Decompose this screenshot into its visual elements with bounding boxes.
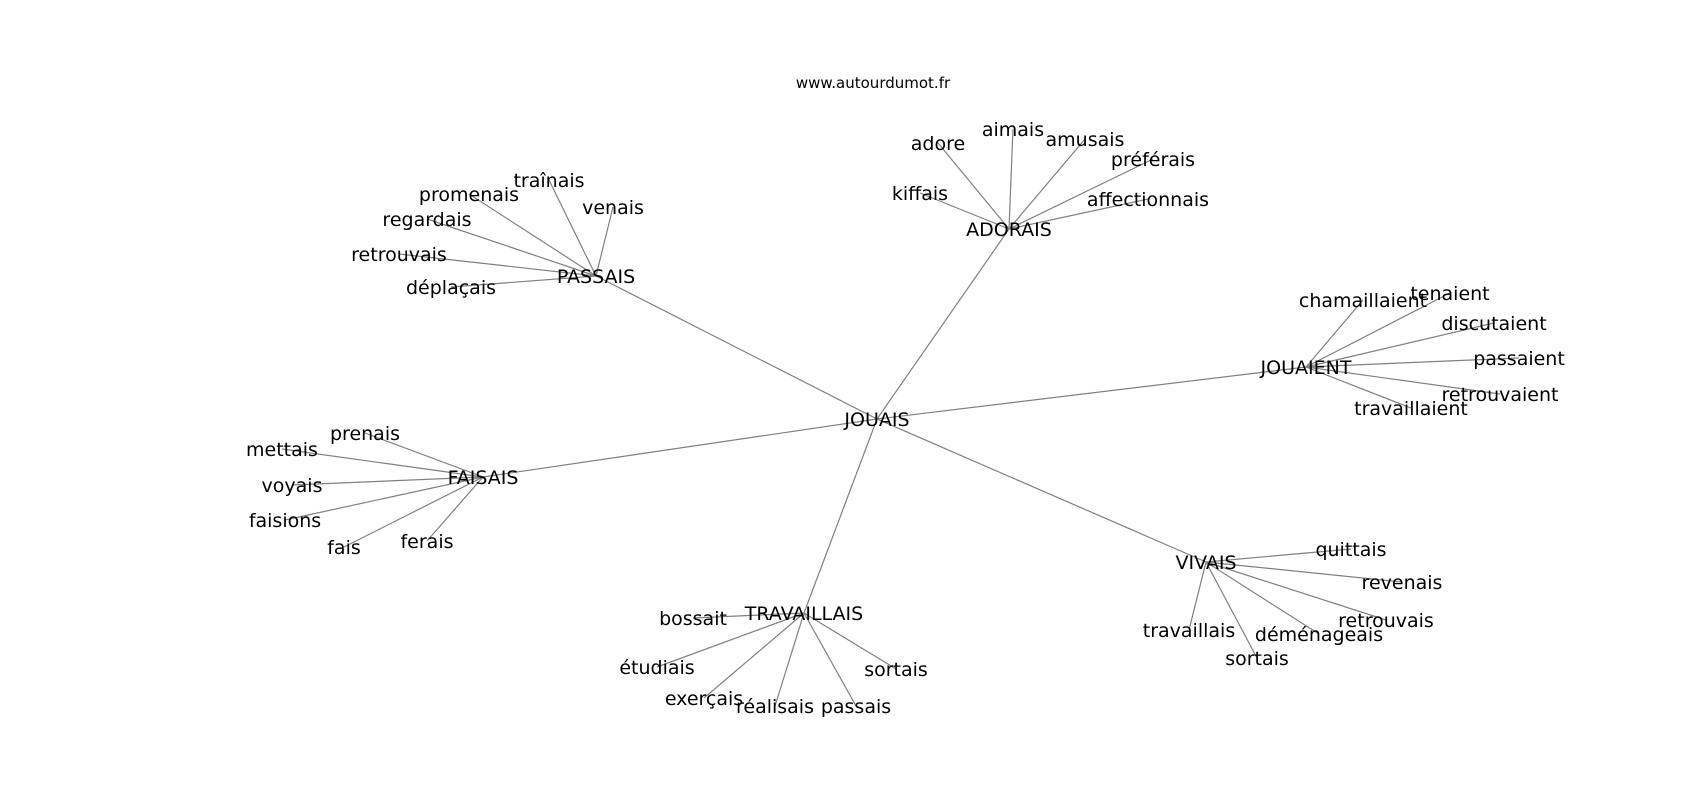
leaf-word[interactable]: bossait (659, 608, 727, 630)
leaf-word[interactable]: promenais (419, 184, 519, 206)
edge-hub-to-leaf (1305, 292, 1451, 368)
edge-hub-to-leaf (1205, 548, 1352, 563)
leaf-word[interactable]: déplaçais (406, 277, 496, 299)
graph-edges (281, 128, 1520, 707)
leaf-word[interactable]: regardais (382, 209, 471, 231)
leaf-word[interactable]: prenais (330, 423, 400, 445)
edge-hub-to-leaf (1305, 322, 1495, 368)
leaf-word[interactable]: adore (911, 133, 965, 155)
leaf-word[interactable]: sortais (864, 659, 928, 681)
edge-hub-to-leaf (1205, 561, 1320, 635)
edge-hub-to-leaf (281, 448, 484, 478)
leaf-word[interactable]: traînais (513, 170, 584, 192)
hub-word[interactable]: PASSAIS (557, 266, 635, 288)
hub-word[interactable]: TRAVAILLAIS (744, 603, 863, 625)
edge-hub-to-leaf (692, 612, 805, 619)
leaf-word[interactable]: aimais (982, 119, 1044, 141)
leaf-word[interactable]: mettais (246, 439, 318, 461)
leaf-word[interactable]: sortais (1225, 648, 1289, 670)
edge-hub-to-leaf (595, 206, 614, 277)
site-url: www.autourdumot.fr (796, 74, 951, 92)
leaf-word[interactable]: passaient (1473, 348, 1565, 370)
leaf-word[interactable]: amusais (1046, 129, 1125, 151)
edge-hub-to-leaf (1205, 561, 1258, 659)
edge-hub-to-leaf (803, 612, 857, 707)
edge-hub-to-leaf (426, 476, 484, 542)
edge-root-to-hub (482, 418, 878, 478)
leaf-word[interactable]: retrouvais (1338, 610, 1434, 632)
edge-hub-to-leaf (703, 612, 805, 699)
leaf-word[interactable]: travaillaient (1354, 398, 1468, 420)
leaf-word[interactable]: revenais (1362, 572, 1443, 594)
leaf-word[interactable]: retrouvais (351, 244, 447, 266)
edge-hub-to-leaf (398, 253, 597, 277)
leaf-word[interactable]: affectionnais (1087, 189, 1209, 211)
leaf-word[interactable]: préférais (1111, 149, 1195, 171)
leaf-word[interactable]: passais (821, 696, 891, 718)
edge-hub-to-leaf (343, 476, 484, 548)
leaf-word[interactable]: déménageais (1255, 624, 1383, 646)
leaf-word[interactable]: voyais (262, 475, 323, 497)
edge-hub-to-leaf (426, 218, 597, 277)
leaf-word[interactable]: quittais (1315, 539, 1386, 561)
edge-hub-to-leaf (291, 476, 484, 486)
edge-hub-to-leaf (1008, 198, 1149, 230)
edge-hub-to-leaf (548, 179, 597, 277)
edge-hub-to-leaf (1188, 561, 1207, 631)
edge-hub-to-leaf (1008, 158, 1154, 230)
edge-hub-to-leaf (1305, 366, 1412, 409)
leaf-word[interactable]: ferais (400, 531, 453, 553)
hub-word[interactable]: VIVAIS (1175, 552, 1236, 574)
leaf-word[interactable]: exerçais (665, 688, 743, 710)
edge-hub-to-leaf (468, 193, 597, 277)
leaf-word[interactable]: discutaient (1441, 313, 1546, 335)
edge-root-to-hub (876, 418, 1207, 563)
edge-root-to-hub (876, 228, 1010, 420)
edge-hub-to-leaf (774, 612, 805, 707)
hub-word[interactable]: FAISAIS (448, 467, 519, 489)
leaf-word[interactable]: faisions (249, 510, 321, 532)
leaf-word[interactable]: étudiais (619, 657, 694, 679)
edge-hub-to-leaf (1305, 366, 1501, 395)
edge-hub-to-leaf (1205, 561, 1403, 583)
leaf-word[interactable]: kiffais (892, 183, 948, 205)
edge-hub-to-leaf (1305, 299, 1364, 368)
hub-word[interactable]: ADORAIS (966, 219, 1052, 241)
hub-word[interactable]: JOUAIENT (1260, 357, 1352, 379)
edge-hub-to-leaf (1305, 357, 1520, 368)
edge-hub-to-leaf (919, 192, 1010, 230)
edge-root-to-hub (876, 366, 1307, 420)
edge-hub-to-leaf (656, 612, 805, 668)
edge-hub-to-leaf (364, 432, 484, 478)
leaf-word[interactable]: réalisais (736, 696, 814, 718)
leaf-word[interactable]: travaillais (1143, 620, 1235, 642)
leaf-word[interactable]: fais (327, 537, 361, 559)
leaf-word[interactable]: chamaillaient (1299, 290, 1427, 312)
edge-hub-to-leaf (284, 476, 484, 521)
edge-hub-to-leaf (1205, 561, 1387, 621)
edge-hub-to-leaf (1008, 138, 1086, 230)
edge-hub-to-leaf (937, 142, 1010, 230)
root-word: JOUAIS (843, 409, 909, 431)
edge-hub-to-leaf (450, 275, 597, 288)
edge-root-to-hub (595, 275, 878, 420)
edge-hub-to-leaf (803, 612, 897, 670)
edge-root-to-hub (803, 418, 878, 614)
leaf-word[interactable]: tenaient (1410, 283, 1489, 305)
edge-hub-to-leaf (1008, 128, 1014, 230)
leaf-word[interactable]: venais (582, 197, 644, 219)
leaf-word[interactable]: retrouvaient (1442, 384, 1559, 406)
